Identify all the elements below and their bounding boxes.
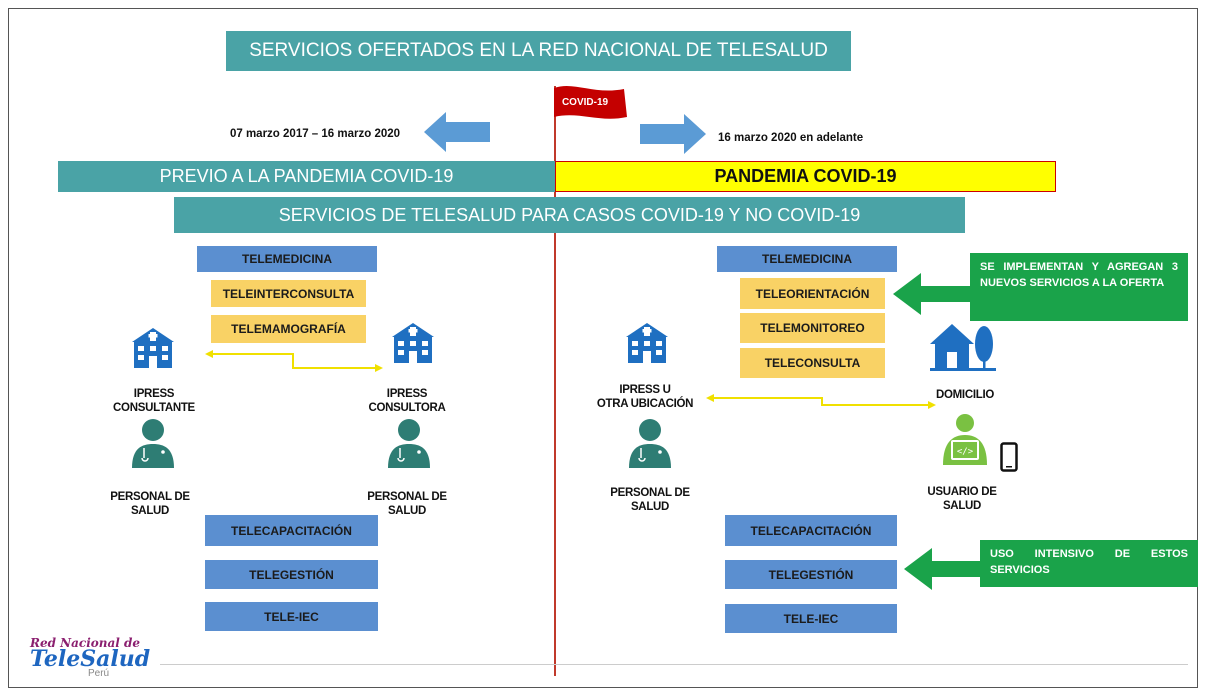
doctor-icon bbox=[629, 419, 671, 468]
hospital-icon bbox=[132, 328, 174, 368]
right-service-teleorientacion: TELEORIENTACIÓN bbox=[740, 278, 885, 309]
left-service-telecapacitacion: TELECAPACITACIÓN bbox=[205, 515, 378, 546]
right-service-telemedicina: TELEMEDICINA bbox=[717, 246, 897, 272]
timeline-divider bbox=[554, 86, 556, 676]
green-arrow-icon bbox=[904, 548, 984, 590]
left-service-telegestion: TELEGESTIÓN bbox=[205, 560, 378, 589]
footer-rule bbox=[160, 664, 1188, 665]
banner-pandemic: PANDEMIA COVID-19 bbox=[555, 161, 1056, 192]
left-date: 07 marzo 2017 – 16 marzo 2020 bbox=[229, 128, 401, 140]
user-laptop-icon: </> bbox=[943, 414, 987, 465]
left-service-telemedicina: TELEMEDICINA bbox=[197, 246, 377, 272]
connector-line bbox=[205, 350, 383, 372]
svg-text:</>: </> bbox=[957, 447, 974, 457]
green-arrow-icon bbox=[893, 273, 973, 315]
note-new-services: SE IMPLEMENTAN Y AGREGAN 3 NUEVOS SERVIC… bbox=[970, 253, 1188, 321]
banner-previous: PREVIO A LA PANDEMIA COVID-19 bbox=[58, 161, 555, 192]
telesalud-logo: Red Nacional de TeleSalud Perú bbox=[30, 636, 170, 692]
logo-line-3: Perú bbox=[88, 668, 110, 679]
slide-frame bbox=[8, 8, 1198, 688]
arrow-left-icon bbox=[424, 112, 490, 152]
logo-line-1: Red Nacional de bbox=[30, 636, 141, 650]
right-service-telegestion: TELEGESTIÓN bbox=[725, 560, 897, 589]
left-service-teleinterconsulta: TELEINTERCONSULTA bbox=[211, 280, 366, 307]
hospital-icon bbox=[392, 323, 434, 363]
doctor-icon bbox=[132, 419, 174, 468]
domicilio-label: DOMICILIO bbox=[936, 389, 994, 401]
page-title: SERVICIOS OFERTADOS EN LA RED NACIONAL D… bbox=[226, 31, 851, 71]
house-icon bbox=[930, 324, 996, 371]
right-service-teleconsulta: TELECONSULTA bbox=[740, 348, 885, 378]
note-intensive-use: USO INTENSIVO DE ESTOS SERVICIOS bbox=[980, 540, 1198, 587]
left-service-telemamografia: TELEMAMOGRAFÍA bbox=[211, 315, 366, 343]
covid-flag-icon bbox=[554, 85, 627, 119]
left-service-tele-iec: TELE-IEC bbox=[205, 602, 378, 631]
right-service-telemonitoreo: TELEMONITOREO bbox=[740, 313, 885, 343]
banner-services: SERVICIOS DE TELESALUD PARA CASOS COVID-… bbox=[174, 197, 965, 233]
doctor-icon bbox=[388, 419, 430, 468]
hospital-icon bbox=[626, 323, 668, 363]
right-service-telecapacitacion: TELECAPACITACIÓN bbox=[725, 515, 897, 546]
phone-icon bbox=[1000, 442, 1018, 472]
right-service-tele-iec: TELE-IEC bbox=[725, 604, 897, 633]
connector-line bbox=[706, 394, 936, 409]
arrow-right-icon bbox=[640, 114, 706, 154]
flag-label: COVID-19 bbox=[561, 97, 609, 108]
logo-line-2: TeleSalud bbox=[30, 646, 151, 672]
right-date: 16 marzo 2020 en adelante bbox=[718, 132, 864, 144]
